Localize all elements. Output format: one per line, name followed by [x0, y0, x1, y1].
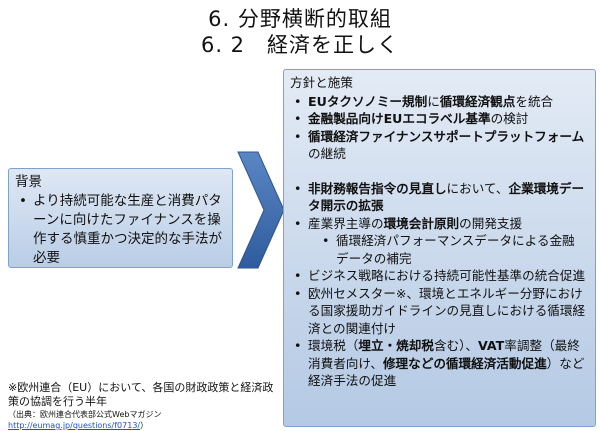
policy-item-accounting: 産業界主導の環境会計原則の開発支援: [290, 215, 587, 233]
footnote-text: ※欧州連合（EU）において、各国の財政政策と経済政策の協調を行う半年: [8, 381, 274, 408]
footnote: ※欧州連合（EU）において、各国の財政政策と経済政策の協調を行う半年 （出典：欧…: [8, 381, 280, 431]
policy-list: EUタクソノミー規制に循環経済観点を統合 金融製品向けEUエコラベル基準の検討 …: [290, 93, 587, 390]
title-line-2: 6. 2 経済を正しく: [200, 33, 400, 57]
chevron-arrow-icon: [237, 151, 285, 269]
policy-item-nfrd: 非財務報告指令の見直しにおいて、企業環境データ開示の拡張: [290, 180, 587, 215]
policy-subitem-data: 循環経済パフォーマンスデータによる金融データの補完: [290, 232, 587, 267]
policy-item-platform: 循環経済ファイナンスサポートプラットフォームの継続: [290, 128, 587, 163]
source-link[interactable]: http://eumag.jp/questions/f0713/: [8, 421, 141, 430]
policy-item-taxonomy: EUタクソノミー規制に循環経済観点を統合: [290, 93, 587, 111]
background-box: 背景 より持続可能な生産と消費パターンに向けたファイナンスを操作する慎重かつ決定…: [8, 168, 233, 268]
policy-item-semester: 欧州セメスター※、環境とエネルギー分野における国家援助ガイドラインの見直しにおけ…: [290, 285, 587, 338]
policy-item-ecolabel: 金融製品向けEUエコラベル基準の検討: [290, 110, 587, 128]
policy-box: 方針と施策 EUタクソノミー規制に循環経済観点を統合 金融製品向けEUエコラベル…: [283, 69, 596, 427]
policy-item-tax: 環境税（埋立・焼却税含む）、VAT率調整（最終消費者向け、修理などの循環経済活動…: [290, 337, 587, 390]
background-list: より持続可能な生産と消費パターンに向けたファイナンスを操作する慎重かつ決定的な手…: [15, 192, 226, 268]
background-bullet: より持続可能な生産と消費パターンに向けたファイナンスを操作する慎重かつ決定的な手…: [15, 192, 226, 268]
background-heading: 背景: [15, 174, 42, 190]
policy-heading: 方針と施策: [290, 75, 353, 90]
policy-item-strategy: ビジネス戦略における持続可能性基準の統合促進: [290, 267, 587, 285]
title-line-1: 6. 分野横断的取組: [208, 7, 392, 31]
slide-title: 6. 分野横断的取組 6. 2 経済を正しく: [0, 6, 600, 58]
source-citation: （出典：欧州連合代表部公式Webマガジンhttp://eumag.jp/ques…: [8, 410, 162, 430]
